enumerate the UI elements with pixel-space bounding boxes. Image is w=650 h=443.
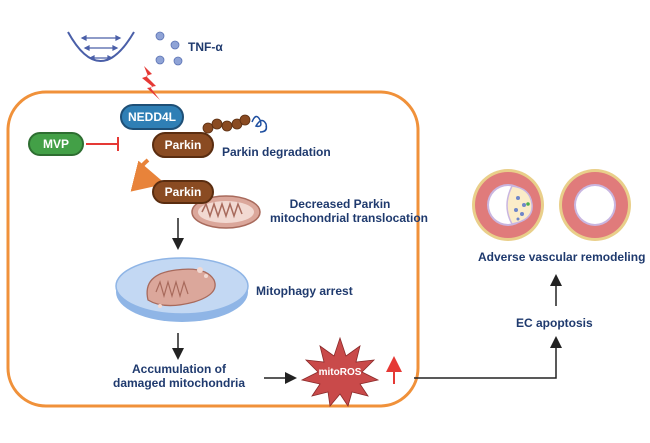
mitophagy-arrest-label: Mitophagy arrest bbox=[256, 284, 353, 298]
nedd4l-node: NEDD4L bbox=[120, 104, 184, 130]
accum-line-2: damaged mitochondria bbox=[112, 376, 246, 390]
blood-vessel-icon bbox=[67, 31, 135, 62]
translocation-arrow bbox=[130, 158, 166, 192]
adverse-remodeling-label: Adverse vascular remodeling bbox=[478, 250, 646, 264]
degraded-protein-icon bbox=[251, 115, 268, 133]
autophagosome-icon bbox=[115, 257, 249, 322]
vessel-cross-section-normal bbox=[559, 169, 631, 241]
mitochondrion-icon bbox=[191, 195, 261, 229]
accumulation-label: Accumulation of damaged mitochondria bbox=[104, 362, 254, 390]
pathway-connector bbox=[414, 336, 562, 379]
tnf-label: TNF-α bbox=[188, 40, 223, 54]
parkin-degradation-label: Parkin degradation bbox=[222, 145, 331, 159]
parkin-node-translocation: Parkin bbox=[152, 180, 214, 204]
parkin-label-mid: Parkin bbox=[164, 185, 202, 199]
ec-apoptosis-label: EC apoptosis bbox=[516, 316, 593, 330]
accum-line-1: Accumulation of bbox=[131, 362, 226, 376]
parkin-node-degradation: Parkin bbox=[152, 132, 214, 158]
decreased-line-2: mitochondrial translocation bbox=[270, 211, 429, 225]
mvp-label: MVP bbox=[42, 137, 69, 151]
ubiquitin-chain bbox=[202, 114, 251, 134]
decreased-translocation-label: Decreased Parkin mitochondrial transloca… bbox=[270, 197, 429, 225]
tnf-particles bbox=[155, 31, 183, 66]
vessel-cross-section-plaque bbox=[472, 169, 544, 241]
parkin-label-top: Parkin bbox=[164, 138, 202, 152]
mitoros-label: mitoROS bbox=[318, 367, 362, 378]
cell-boundary bbox=[6, 90, 420, 408]
decreased-line-1: Decreased Parkin bbox=[289, 197, 391, 211]
inhibition-line bbox=[86, 137, 119, 151]
lightning-icon bbox=[142, 66, 160, 100]
mitoros-burst bbox=[300, 336, 380, 407]
mvp-node: MVP bbox=[28, 132, 84, 156]
nedd4l-label: NEDD4L bbox=[127, 110, 176, 124]
